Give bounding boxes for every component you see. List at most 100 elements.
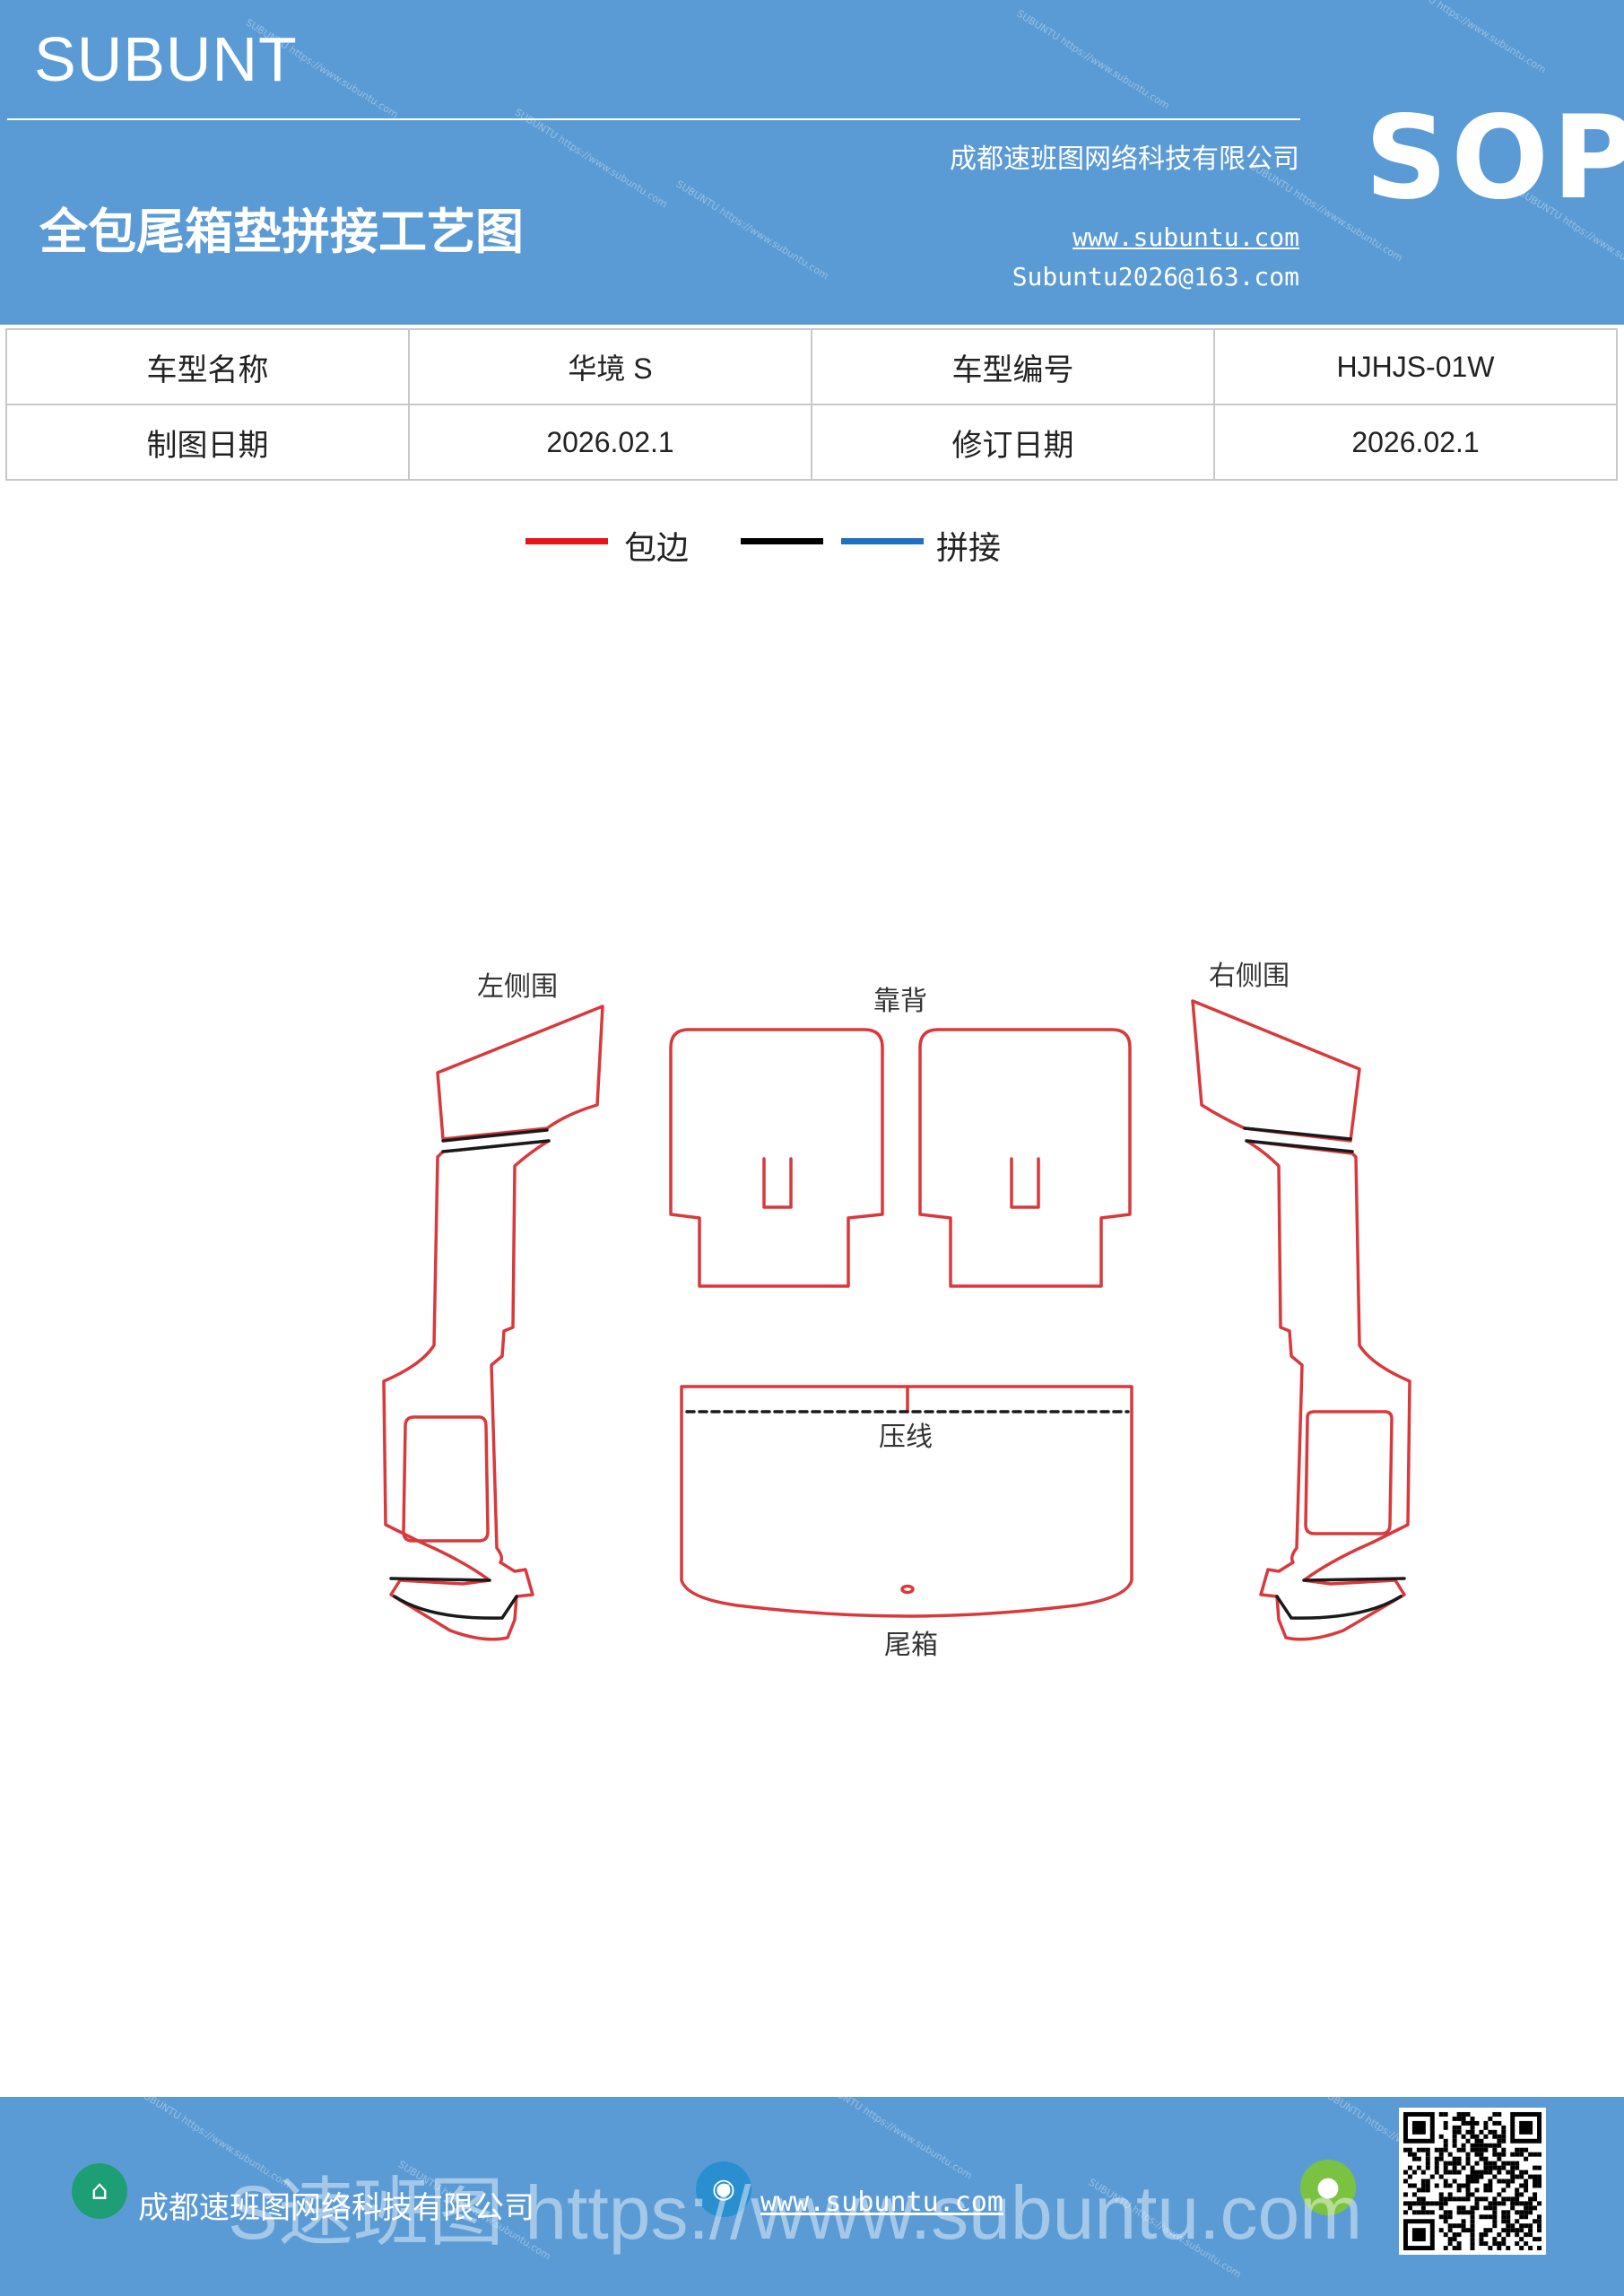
right-seam-bottom <box>1302 1577 1406 1582</box>
qr-module <box>1438 2205 1444 2211</box>
qr-module <box>1537 2219 1542 2224</box>
qr-module <box>1510 2165 1515 2170</box>
qr-module <box>1492 2214 1498 2220</box>
qr-module <box>1425 2152 1430 2157</box>
qr-module <box>1470 2129 1475 2135</box>
qr-module <box>1452 2170 1457 2175</box>
qr-module <box>1447 2170 1453 2175</box>
qr-module <box>1461 2116 1466 2121</box>
qr-module <box>1425 2210 1430 2215</box>
qr-module <box>1447 2228 1453 2233</box>
website-link[interactable]: www.subuntu.com <box>1073 222 1299 252</box>
qr-module <box>1497 2152 1502 2157</box>
qr-module <box>1483 2205 1489 2211</box>
qr-module <box>1492 2134 1498 2139</box>
qr-module <box>1411 2210 1417 2215</box>
qr-module <box>1425 2179 1430 2184</box>
qr-module <box>1519 2120 1533 2135</box>
qr-module <box>1452 2223 1457 2229</box>
qr-module <box>1452 2237 1457 2242</box>
qr-module <box>1443 2210 1448 2215</box>
qr-module <box>1524 2210 1529 2215</box>
qr-module <box>1528 2210 1533 2215</box>
qr-module <box>1416 2165 1421 2170</box>
qr-module <box>1456 2183 1462 2188</box>
qr-module <box>1465 2174 1471 2179</box>
qr-module <box>1447 2214 1453 2220</box>
qr-module <box>1434 2183 1439 2188</box>
label-cell: 车型编号 <box>811 328 1215 405</box>
qr-module <box>1479 2156 1484 2161</box>
qr-module <box>1479 2138 1484 2144</box>
qr-module <box>1420 2210 1426 2215</box>
qr-module <box>1474 2147 1480 2152</box>
qr-module <box>1452 2161 1457 2166</box>
qr-module <box>1452 2116 1457 2121</box>
qr-module <box>1524 2187 1529 2193</box>
qr-module <box>1434 2161 1439 2166</box>
qr-module <box>1501 2214 1507 2220</box>
qr-module <box>1425 2201 1430 2206</box>
qr-module <box>1519 2192 1524 2197</box>
qr-module <box>1537 2165 1542 2170</box>
qr-module <box>1447 2183 1453 2188</box>
label-cell: 修订日期 <box>811 404 1215 481</box>
qr-module <box>1456 2223 1462 2229</box>
qr-module <box>1488 2201 1493 2206</box>
qr-module <box>1447 2237 1453 2242</box>
legend-label-seam: 拼接 <box>936 530 1002 567</box>
qr-module <box>1438 2174 1444 2179</box>
qr-module <box>1524 2223 1529 2229</box>
left-seam-lower <box>441 1139 551 1153</box>
qr-module <box>1407 2174 1412 2179</box>
qr-module <box>1497 2165 1502 2170</box>
qr-module <box>1479 2129 1484 2135</box>
qr-module <box>1456 2125 1462 2130</box>
trunk-floor-panel <box>680 1385 1133 1618</box>
qr-module <box>1488 2214 1493 2220</box>
qr-module <box>1528 2201 1533 2206</box>
qr-module <box>1470 2232 1475 2238</box>
qr-module <box>1443 2147 1448 2152</box>
qr-module <box>1465 2187 1471 2193</box>
right-side-label: 右侧围 <box>1209 961 1290 992</box>
qr-module <box>1497 2120 1502 2126</box>
qr-module <box>1537 2214 1542 2220</box>
qr-module <box>1474 2120 1480 2126</box>
qr-module <box>1483 2232 1489 2238</box>
qr-code[interactable] <box>1399 2108 1546 2255</box>
qr-module <box>1411 2228 1426 2242</box>
qr-module <box>1452 2134 1457 2139</box>
qr-module <box>1443 2179 1448 2184</box>
crease-label: 压线 <box>879 1422 933 1453</box>
qr-module <box>1533 2237 1538 2242</box>
qr-module <box>1452 2165 1457 2170</box>
qr-module <box>1443 2125 1448 2130</box>
qr-module <box>1456 2232 1462 2238</box>
qr-module <box>1456 2196 1462 2202</box>
qr-module <box>1461 2134 1466 2139</box>
vehicle-info-table: 车型名称 华境 S 车型编号 HJHJS-01W 制图日期 2026.02.1 … <box>5 328 1618 481</box>
qr-module <box>1537 2237 1542 2242</box>
qr-module <box>1443 2170 1448 2175</box>
qr-module <box>1425 2187 1430 2193</box>
qr-module <box>1474 2187 1480 2193</box>
qr-module <box>1479 2152 1484 2157</box>
qr-module <box>1474 2161 1480 2166</box>
qr-module <box>1492 2165 1498 2170</box>
qr-module <box>1483 2214 1489 2220</box>
qr-module <box>1519 2228 1524 2233</box>
qr-module <box>1425 2156 1430 2161</box>
qr-module <box>1470 2210 1475 2215</box>
qr-module <box>1501 2125 1507 2130</box>
qr-module <box>1429 2201 1435 2206</box>
qr-module <box>1506 2223 1511 2229</box>
qr-module <box>1452 2246 1457 2251</box>
qr-module <box>1515 2228 1520 2233</box>
qr-module <box>1470 2237 1475 2242</box>
footer-website-link[interactable]: www.subuntu.com <box>760 2187 1003 2218</box>
qr-module <box>1519 2210 1524 2215</box>
qr-module <box>1416 2210 1421 2215</box>
qr-module <box>1506 2196 1511 2202</box>
qr-module <box>1524 2170 1529 2175</box>
